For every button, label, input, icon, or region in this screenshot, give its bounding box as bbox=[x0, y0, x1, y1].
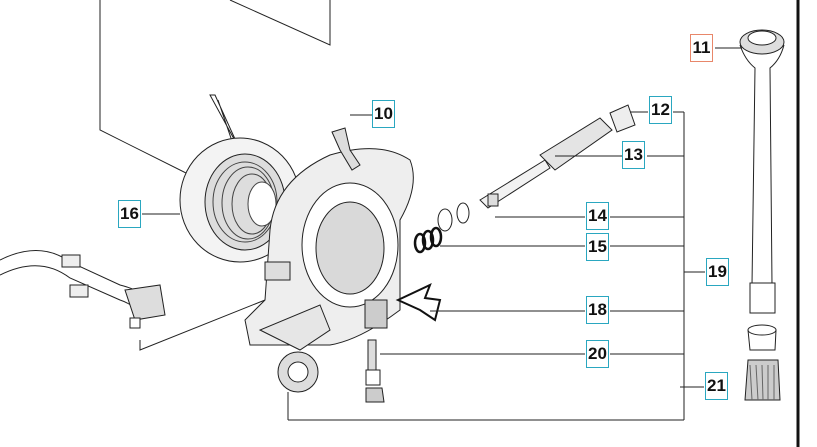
leader-lines bbox=[142, 47, 742, 421]
valve-screw-20 bbox=[365, 339, 385, 403]
callout-14[interactable]: 14 bbox=[586, 202, 609, 230]
callout-15[interactable]: 15 bbox=[586, 233, 609, 261]
callout-16[interactable]: 16 bbox=[118, 200, 141, 228]
callout-19[interactable]: 19 bbox=[706, 258, 729, 286]
callout-10[interactable]: 10 bbox=[372, 100, 395, 128]
bolt-part-10 bbox=[331, 127, 361, 171]
plunger-assembly bbox=[413, 104, 636, 254]
callout-11[interactable]: 11 bbox=[690, 34, 713, 62]
check-valve-18 bbox=[395, 283, 442, 322]
callout-12[interactable]: 12 bbox=[649, 96, 672, 124]
callout-18[interactable]: 18 bbox=[586, 296, 609, 324]
callout-21[interactable]: 21 bbox=[705, 372, 728, 400]
pickup-tube-11 bbox=[739, 29, 785, 314]
housing-outline bbox=[99, 0, 331, 181]
callout-20[interactable]: 20 bbox=[586, 340, 609, 368]
pump-body bbox=[244, 148, 414, 393]
callout-13[interactable]: 13 bbox=[622, 141, 645, 169]
filter-21 bbox=[744, 324, 781, 401]
